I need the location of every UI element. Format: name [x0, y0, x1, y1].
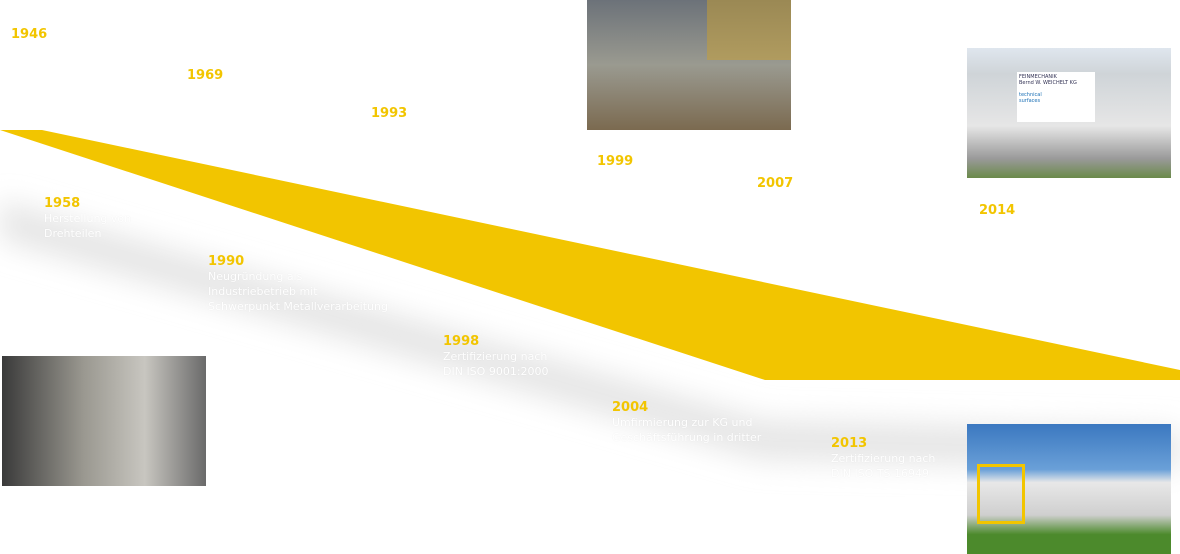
sign-text: surfaces [1019, 98, 1041, 104]
event-2004: 2004 Umfirmierung zur KG und Geschäftsfü… [612, 400, 761, 445]
historic-workshop-photo [2, 356, 206, 486]
event-text: Industriebetrieb mit [208, 285, 318, 298]
event-text: Umfirmierung zur KG und [612, 416, 753, 429]
event-text: Schwerpunkt Metallverarbeitung [208, 300, 388, 313]
event-text: Herstellung von [44, 212, 132, 225]
sign-text: technical [1019, 92, 1042, 98]
year-2007: 2007 [757, 176, 794, 191]
sign-text: Bernd W. WEICHELT KG [1019, 80, 1077, 86]
event-text: DIN ISO 9001:2000 [443, 365, 549, 378]
event-year: 1998 [443, 334, 480, 349]
event-year: 1958 [44, 196, 81, 211]
year-1969: 1969 [187, 68, 224, 83]
event-year: 2004 [612, 400, 649, 415]
event-text: Zertifizierung nach [831, 452, 936, 465]
year-1999: 1999 [597, 154, 634, 169]
event-1990: 1990 Neugründung als Industriebetrieb mi… [208, 254, 388, 314]
event-text: Zertifizierung nach [443, 350, 548, 363]
event-text: Neugründung als [208, 270, 303, 283]
production-building-photo [967, 424, 1171, 554]
event-1958: 1958 Herstellung von Drehteilen [44, 196, 131, 241]
factory-hall-photo [587, 0, 791, 130]
event-2013: 2013 Zertifizierung nach DIN ISO TS 1694… [831, 436, 935, 481]
event-1998: 1998 Zertifizierung nach DIN ISO 9001:20… [443, 334, 549, 379]
event-text: Geschäftsführung in dritter [612, 431, 762, 444]
event-year: 1990 [208, 254, 245, 269]
event-year: 2013 [831, 436, 868, 451]
event-text: DIN ISO TS 16949 [831, 467, 930, 480]
year-2014: 2014 [979, 203, 1016, 218]
company-sign: FEINMECHANIK Bernd W. WEICHELT KG techni… [1017, 72, 1095, 122]
year-1946: 1946 [11, 27, 48, 42]
year-1993: 1993 [371, 106, 408, 121]
event-text: Drehteilen [44, 227, 102, 240]
company-building-photo: FEINMECHANIK Bernd W. WEICHELT KG techni… [967, 48, 1171, 178]
sign-text: FEINMECHANIK [1019, 74, 1057, 80]
